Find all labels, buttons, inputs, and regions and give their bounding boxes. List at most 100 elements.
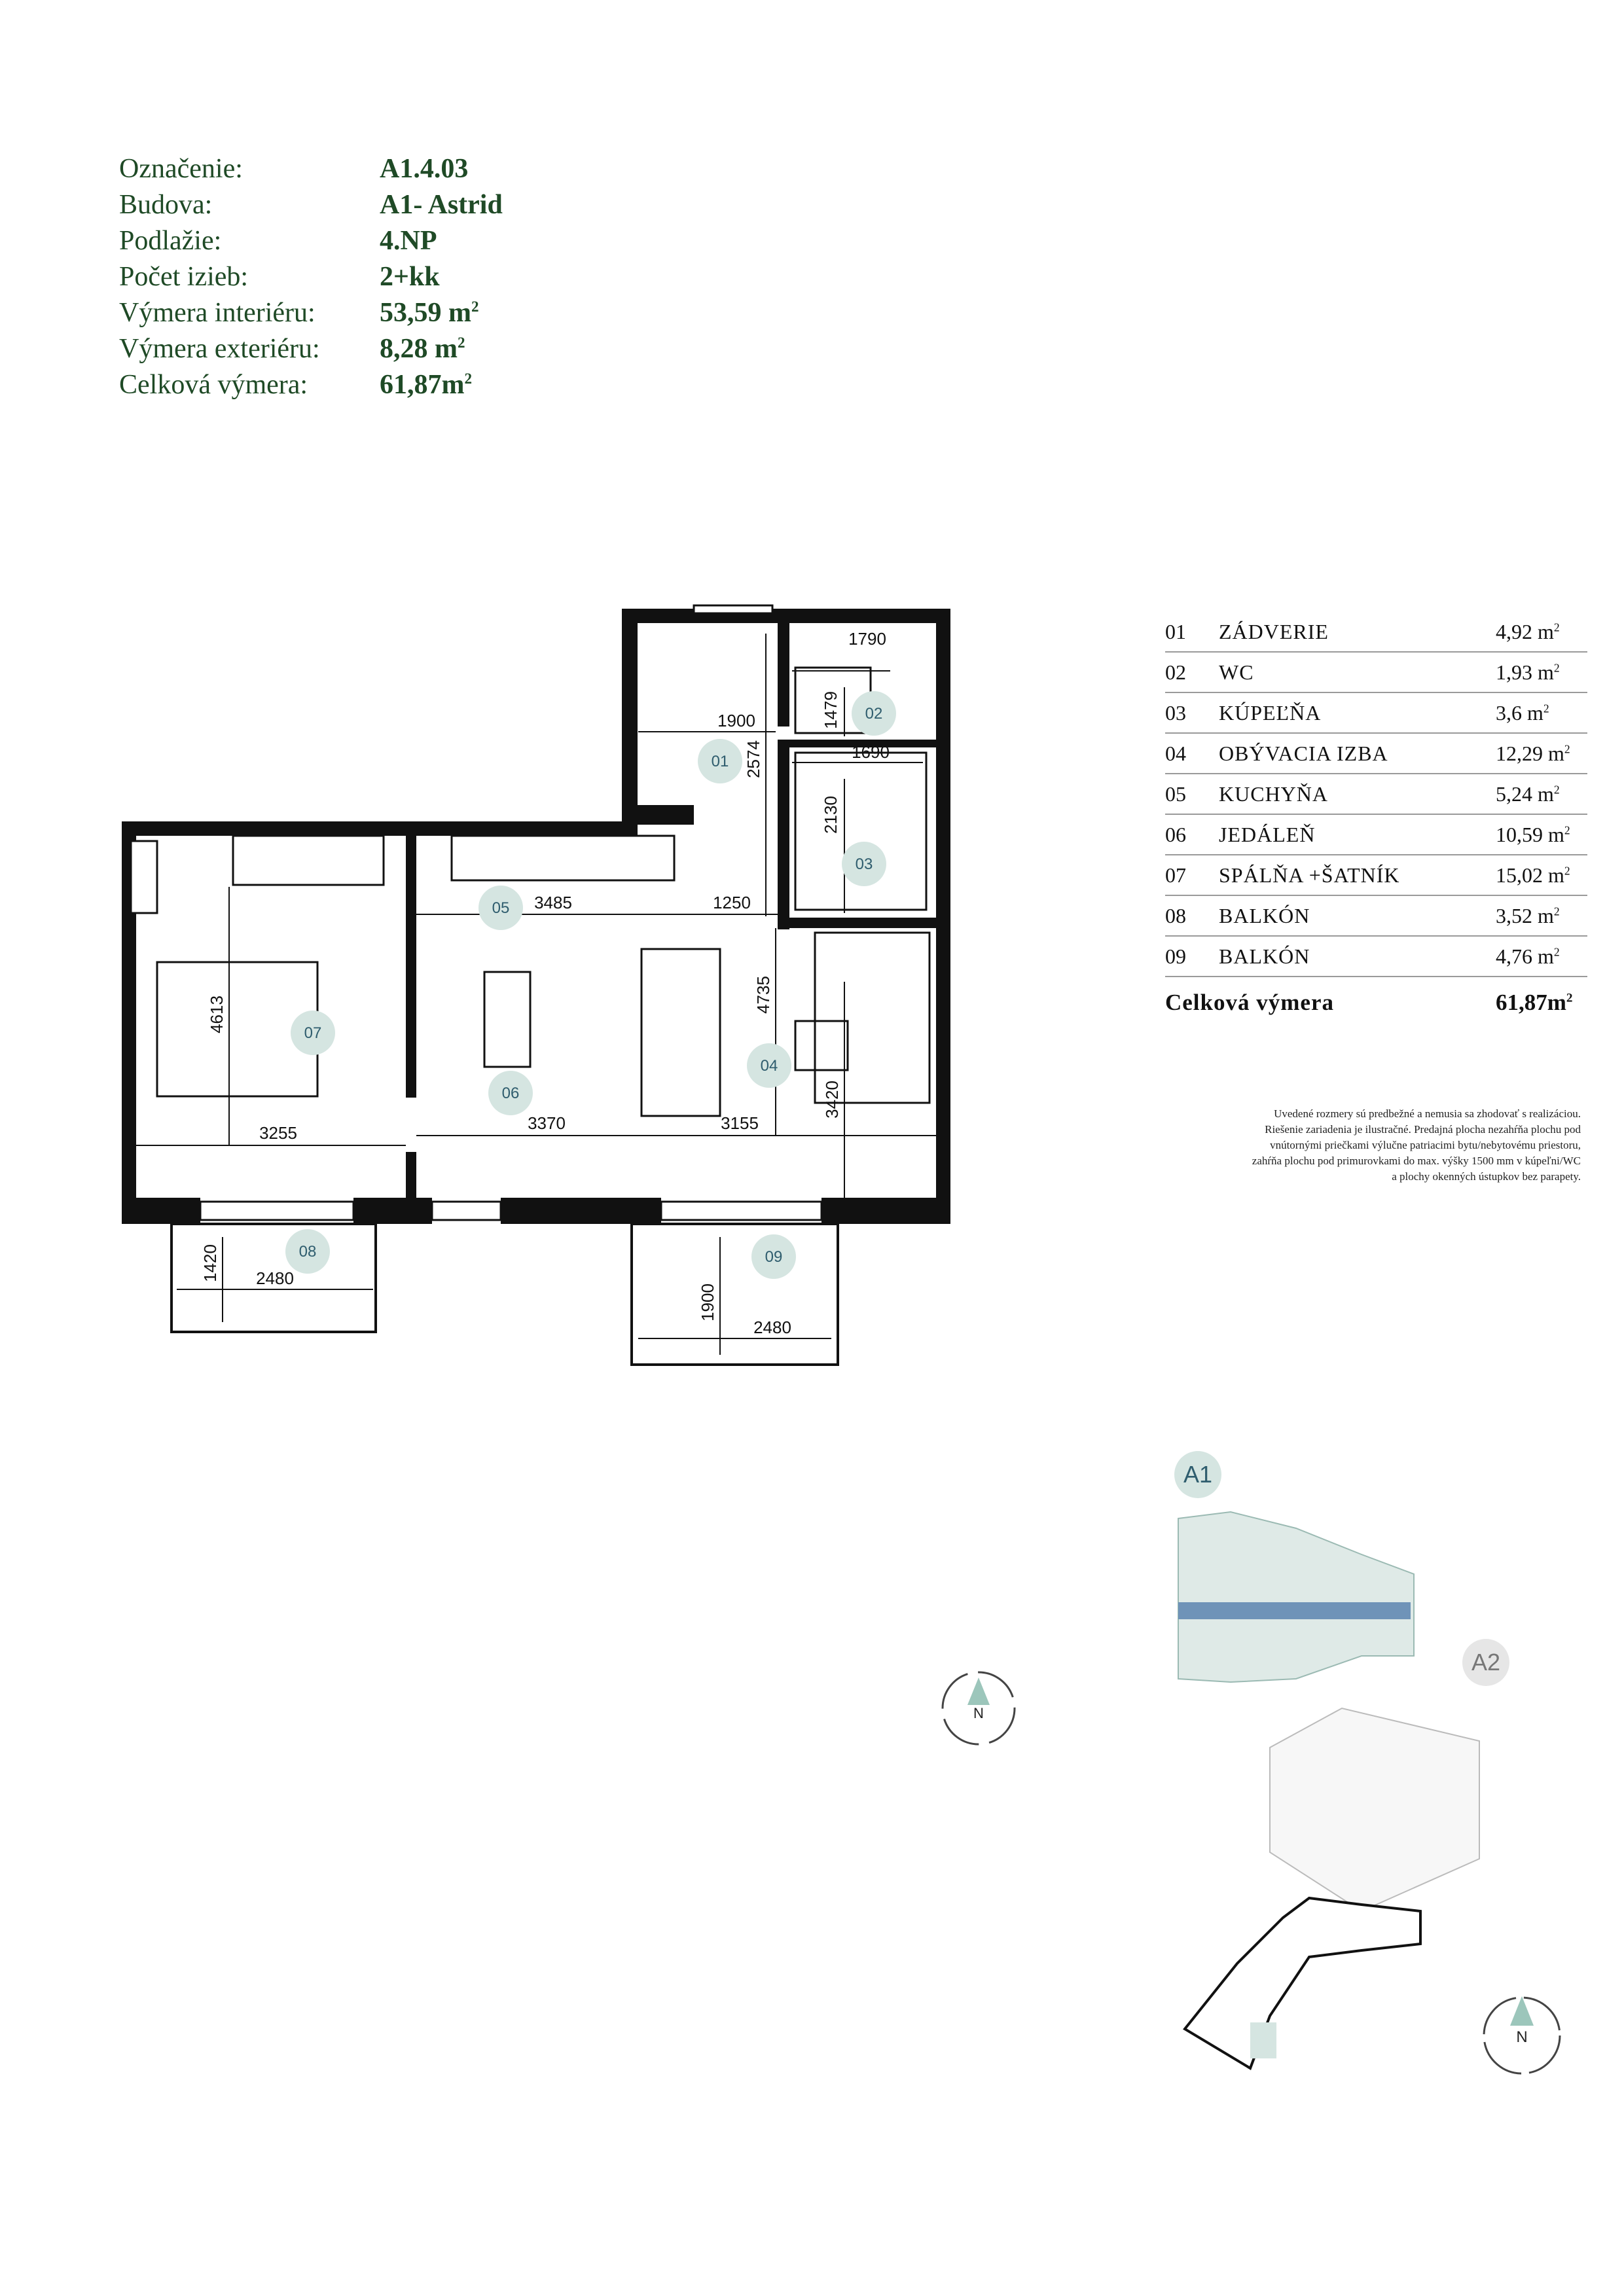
room-tag: 06: [502, 1085, 520, 1102]
info-row: Výmera interiéru: 53,59 m2: [119, 295, 503, 331]
dimension-label: 2130: [821, 796, 840, 834]
site-plan: [1183, 1896, 1422, 2070]
floor-plan: 1900 1790 1479 2574 1690 2130 3485 1250 …: [122, 604, 950, 1366]
dimension-label: 3485: [534, 893, 572, 912]
dimension-label: 3370: [528, 1113, 566, 1133]
room-tag-circle: [488, 1071, 533, 1115]
info-row: Celková výmera: 61,87m2: [119, 367, 503, 403]
info-row: Budova:A1- Astrid: [119, 187, 503, 223]
svg-text:N: N: [973, 1705, 984, 1721]
room-tag-circle: [751, 1234, 796, 1279]
wall: [406, 836, 416, 1098]
wall: [406, 1152, 416, 1198]
wall: [501, 1198, 661, 1224]
info-label: Celková výmera:: [119, 369, 308, 400]
room-tag-circle: [291, 1011, 335, 1055]
window: [693, 604, 774, 615]
dimension-label: 3255: [259, 1123, 297, 1143]
wall: [778, 622, 789, 726]
wall: [789, 918, 937, 928]
info-label: Výmera exteriéru:: [119, 333, 320, 364]
wall: [122, 1198, 200, 1224]
dimension-label: 1250: [713, 893, 751, 912]
room-tag: 05: [492, 899, 510, 917]
info-label: Výmera interiéru:: [119, 297, 316, 328]
dimension-label: 4735: [753, 976, 773, 1014]
dimension-label: 1690: [852, 742, 890, 762]
dimension-label: 2574: [744, 740, 763, 778]
room-tag: 02: [865, 705, 883, 723]
dimension-label: 2480: [753, 1318, 791, 1337]
disclaimer-note: Uvedené rozmery sú predbežné a nemusia s…: [1252, 1107, 1581, 1183]
svg-text:A2: A2: [1471, 1649, 1500, 1676]
window: [431, 1200, 502, 1221]
tv-unit: [640, 948, 721, 1117]
room-tag: 03: [856, 855, 873, 873]
wall: [936, 609, 950, 1224]
dimension-label: 1479: [821, 691, 840, 729]
dimension-label: 1900: [698, 1283, 717, 1321]
wardrobe: [232, 834, 385, 886]
wall: [353, 1198, 432, 1224]
wall: [122, 821, 638, 836]
room-tag-circle: [478, 886, 523, 930]
room-tag-circle: [285, 1229, 330, 1274]
wall: [778, 740, 789, 929]
info-value: 2+kk: [380, 261, 440, 292]
info-label: Podlažie:: [119, 225, 222, 256]
window: [199, 1200, 355, 1221]
armchair: [794, 1020, 849, 1071]
info-value: A1- Astrid: [380, 189, 503, 220]
room-tag-circle: [747, 1043, 791, 1088]
window: [660, 1200, 823, 1221]
room-tag: 07: [304, 1024, 322, 1042]
info-value: A1.4.03: [380, 153, 469, 184]
dimension-label: 1900: [717, 711, 755, 730]
building-a2-facade: [1269, 1707, 1480, 1912]
dimension-label: 3155: [721, 1113, 759, 1133]
info-row: Počet izieb:2+kk: [119, 259, 503, 295]
info-value: 61,87m2: [380, 369, 473, 400]
dimension-label: 3420: [822, 1081, 842, 1119]
dimension-label: 1790: [848, 629, 886, 649]
compass-icon: N: [1483, 1996, 1561, 2075]
wall: [622, 609, 950, 623]
site-highlight: [1250, 2022, 1276, 2058]
room-tag: 01: [712, 753, 729, 770]
svg-text:N: N: [1516, 2028, 1527, 2046]
wall: [821, 1198, 950, 1224]
window: [130, 840, 158, 914]
room-tag-circle: [852, 691, 896, 736]
info-row: Výmera exteriéru: 8,28 m2: [119, 331, 503, 367]
dining-table: [483, 971, 532, 1068]
room-tag: 08: [299, 1243, 317, 1261]
wall: [622, 805, 694, 825]
wall: [122, 821, 136, 1224]
dimension-label: 1420: [200, 1244, 220, 1282]
info-row: Podlažie: 4.NP: [119, 223, 503, 259]
dimension-label: 4613: [207, 996, 226, 1033]
info-label: Označenie:: [119, 153, 243, 184]
bath: [794, 751, 928, 911]
dimension-label: 2480: [256, 1268, 294, 1288]
sofa: [814, 931, 931, 1104]
svg-text:A1: A1: [1183, 1461, 1212, 1488]
room-tag-circle: [698, 739, 742, 783]
building-a1-facade: [1178, 1511, 1415, 1683]
wall: [622, 609, 638, 825]
info-value: 53,59 m2: [380, 297, 479, 328]
info-value: 4.NP: [380, 225, 437, 256]
info-value: 8,28 m2: [380, 333, 465, 364]
info-row: Označenie: A1.4.03: [119, 151, 503, 187]
